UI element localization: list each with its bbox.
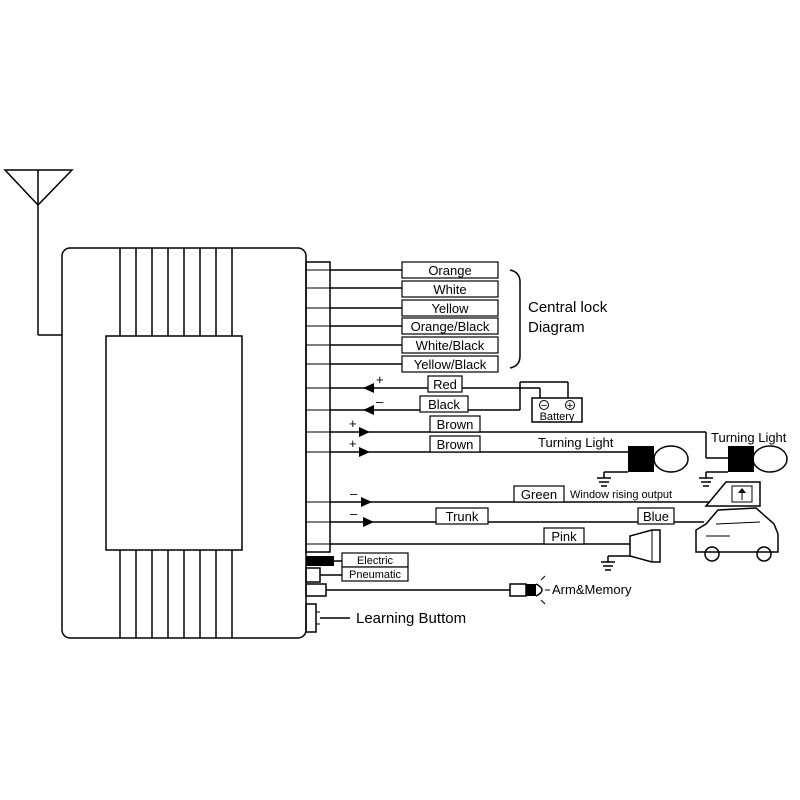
wire-label-brown-1: Brown (429, 415, 481, 433)
wire-label-white-black: White/Black (401, 336, 499, 354)
svg-text:–: – (376, 394, 384, 409)
wire-label-trunk: Trunk (435, 507, 489, 525)
svg-text:+: + (376, 372, 384, 387)
wire-label-white: White (401, 280, 499, 298)
wire-label-orange-black: Orange/Black (401, 317, 499, 335)
svg-text:–: – (350, 506, 358, 521)
svg-text:White: White (433, 282, 466, 297)
window-rising-label: Window rising output (570, 489, 672, 501)
svg-text:Battery: Battery (540, 411, 575, 423)
svg-text:Yellow: Yellow (431, 301, 469, 316)
svg-text:Yellow/Black: Yellow/Black (414, 357, 487, 372)
wire-label-green: Green (513, 485, 565, 503)
turning-light-lamp-2 (699, 445, 788, 487)
wire-label-red: Red (427, 375, 463, 393)
svg-text:Pneumatic: Pneumatic (349, 569, 401, 581)
wire-label-pink: Pink (543, 527, 585, 545)
svg-text:Orange/Black: Orange/Black (411, 319, 490, 334)
lock-type-selector: Electric Pneumatic (320, 552, 409, 582)
svg-text:Electric: Electric (357, 555, 394, 567)
wire-label-orange: Orange (401, 261, 499, 279)
wire-label-yellow: Yellow (401, 299, 499, 317)
central-lock-bracket (509, 269, 521, 369)
control-unit (61, 247, 307, 639)
svg-text:+: + (349, 436, 357, 451)
wire-label-blue: Blue (637, 507, 675, 525)
connector-main (305, 261, 331, 553)
svg-text:Red: Red (433, 377, 457, 392)
unit-ribs-bottom (119, 550, 233, 638)
svg-text:Brown: Brown (437, 417, 474, 432)
svg-text:Orange: Orange (428, 263, 471, 278)
turning-light-label-2: Turning Light (711, 430, 787, 445)
wire-label-brown-2: Brown (429, 435, 481, 453)
svg-text:+: + (567, 400, 573, 412)
svg-text:–: – (350, 486, 358, 501)
car-icon (695, 507, 779, 562)
connector-secondary (305, 556, 334, 633)
antenna (3, 169, 74, 336)
central-lock-wires (330, 269, 402, 365)
svg-text:White/Black: White/Black (416, 338, 485, 353)
arm-memory-label: Arm&Memory (552, 582, 632, 597)
battery: − + Battery (531, 397, 583, 423)
svg-text:Brown: Brown (437, 437, 474, 452)
window-icon (704, 481, 761, 507)
wire-label-yellow-black: Yellow/Black (401, 355, 499, 373)
unit-ribs-top (119, 248, 233, 336)
turning-light-label-1: Turning Light (538, 435, 614, 450)
central-lock-caption-2: Diagram (528, 319, 585, 336)
svg-text:+: + (349, 416, 357, 431)
learning-button-label: Learning Buttom (356, 610, 466, 627)
siren-icon (601, 529, 661, 571)
turning-light-lamp-1 (597, 445, 689, 487)
svg-text:Green: Green (521, 487, 557, 502)
svg-text:Pink: Pink (551, 529, 577, 544)
turning-light-wires: + + (330, 416, 728, 459)
svg-text:Trunk: Trunk (446, 509, 479, 524)
svg-text:Black: Black (428, 397, 460, 412)
central-lock-caption: Central lock (528, 299, 608, 316)
arm-memory-led (326, 575, 550, 605)
wire-label-black: Black (419, 395, 469, 413)
svg-text:−: − (541, 400, 547, 412)
svg-text:Blue: Blue (643, 509, 669, 524)
